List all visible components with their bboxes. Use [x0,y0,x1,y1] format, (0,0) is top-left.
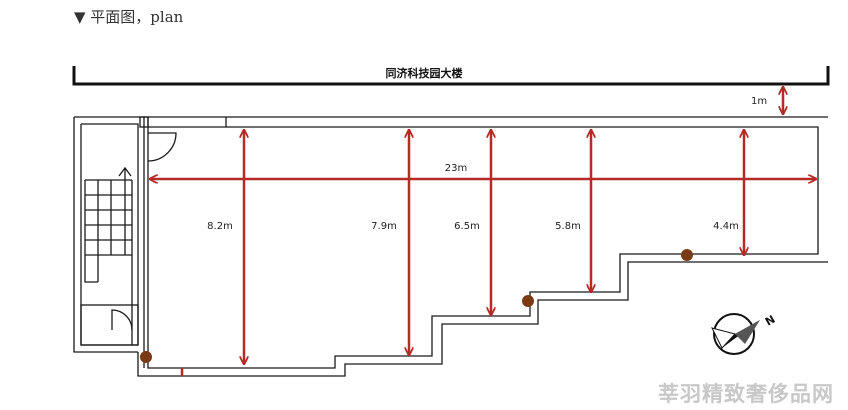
dimension-label-length: 23m [445,163,467,174]
dimension-label-width-5: 4.4m [713,221,739,232]
dimension-label-width-2: 7.9m [371,221,397,232]
column [140,351,152,363]
wall-outline [73,116,828,377]
dimension-label-width-1: 8.2m [207,221,233,232]
column [522,295,534,307]
watermark: 莘羽精致奢侈品网 [658,382,834,406]
adjacent-building-label: 同济科技园大楼 [386,66,463,80]
north-letter: N [763,313,777,329]
column [681,249,693,261]
plan-caption: ▼ 平面图，plan [74,8,184,26]
dimension-label-width-4: 5.8m [555,221,581,232]
dimension-label-width-3: 6.5m [454,221,480,232]
adjacent-building-outline [72,66,830,86]
dimension-label-setback: 1m [751,96,767,107]
north-arrow-icon: N [711,313,777,355]
